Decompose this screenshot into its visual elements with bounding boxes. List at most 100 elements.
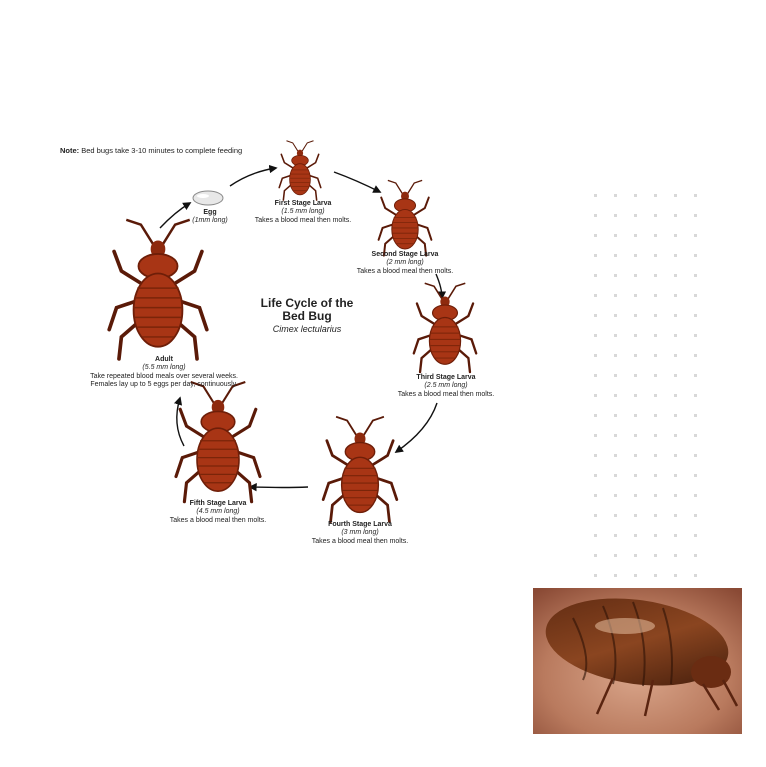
grid-dot: [694, 334, 697, 337]
dot-grid-decoration: [594, 194, 697, 577]
grid-dot: [614, 394, 617, 397]
grid-dot: [694, 434, 697, 437]
grid-dot: [614, 574, 617, 577]
grid-dot: [634, 414, 637, 417]
arrow-second-to-third: [435, 273, 447, 300]
first-stage-bug-icon: [278, 140, 322, 201]
arrow-first-to-second: [333, 171, 382, 193]
stage-size: (2.5 mm long): [424, 382, 468, 390]
stage-size: (1mm long): [192, 217, 228, 225]
grid-dot: [594, 414, 597, 417]
grid-dot: [694, 494, 697, 497]
grid-dot: [614, 474, 617, 477]
egg-icon: [192, 190, 224, 206]
grid-dot: [674, 294, 677, 297]
grid-dot: [634, 334, 637, 337]
stage-desc-2: Females lay up to 5 eggs per day, contin…: [90, 380, 238, 388]
grid-dot: [594, 574, 597, 577]
grid-dot: [654, 414, 657, 417]
grid-dot: [614, 354, 617, 357]
scientific-name: Cimex lectularius: [272, 324, 342, 334]
grid-dot: [634, 494, 637, 497]
title-line-2: Bed Bug: [282, 309, 332, 323]
egg-label: Egg (1mm long): [190, 209, 230, 226]
grid-dot: [654, 314, 657, 317]
grid-dot: [634, 514, 637, 517]
stage-name: Second Stage Larva: [371, 251, 439, 258]
title-line-1: Life Cycle of the: [260, 296, 354, 310]
grid-dot: [634, 314, 637, 317]
grid-dot: [654, 274, 657, 277]
grid-dot: [674, 574, 677, 577]
grid-dot: [594, 474, 597, 477]
stage-name: Fourth Stage Larva: [328, 521, 392, 528]
grid-dot: [654, 374, 657, 377]
grid-dot: [694, 314, 697, 317]
grid-dot: [694, 194, 697, 197]
diagram-title: Life Cycle of the Bed Bug Cimex lectular…: [232, 297, 382, 335]
stage-name: First Stage Larva: [274, 200, 332, 207]
stage-size: (2 mm long): [386, 259, 424, 267]
arrow-third-to-fourth: [394, 402, 438, 453]
stage-size: (4.5 mm long): [196, 508, 240, 516]
grid-dot: [634, 214, 637, 217]
grid-dot: [674, 554, 677, 557]
stage-desc: Takes a blood meal then molts.: [356, 267, 454, 275]
grid-dot: [594, 314, 597, 317]
grid-dot: [634, 554, 637, 557]
grid-dot: [694, 214, 697, 217]
stage-desc: Take repeated blood meals over several w…: [90, 372, 238, 380]
grid-dot: [594, 494, 597, 497]
grid-dot: [694, 534, 697, 537]
grid-dot: [614, 214, 617, 217]
grid-dot: [634, 254, 637, 257]
second-stage-bug-icon: [377, 179, 433, 257]
grid-dot: [614, 494, 617, 497]
grid-dot: [594, 194, 597, 197]
grid-dot: [654, 554, 657, 557]
grid-dot: [594, 274, 597, 277]
grid-dot: [654, 394, 657, 397]
grid-dot: [654, 434, 657, 437]
grid-dot: [614, 374, 617, 377]
grid-dot: [694, 234, 697, 237]
grid-dot: [634, 194, 637, 197]
grid-dot: [654, 474, 657, 477]
grid-dot: [594, 234, 597, 237]
grid-dot: [594, 454, 597, 457]
grid-dot: [634, 574, 637, 577]
grid-dot: [694, 394, 697, 397]
grid-dot: [654, 494, 657, 497]
grid-dot: [674, 274, 677, 277]
arrow-adult-to-egg: [159, 202, 192, 229]
grid-dot: [674, 534, 677, 537]
grid-dot: [634, 454, 637, 457]
grid-dot: [694, 374, 697, 377]
fourth-stage-label: Fourth Stage Larva (3 mm long) Takes a b…: [298, 521, 422, 546]
grid-dot: [694, 514, 697, 517]
grid-dot: [674, 334, 677, 337]
grid-dot: [674, 494, 677, 497]
stage-desc: Takes a blood meal then molts.: [254, 216, 352, 224]
stage-size: (5.5 mm long): [142, 364, 186, 372]
grid-dot: [674, 434, 677, 437]
first-stage-label: First Stage Larva (1.5 mm long) Takes a …: [240, 200, 366, 225]
grid-dot: [614, 254, 617, 257]
grid-dot: [674, 234, 677, 237]
stage-size: (3 mm long): [341, 529, 379, 537]
grid-dot: [654, 454, 657, 457]
grid-dot: [654, 214, 657, 217]
grid-dot: [674, 394, 677, 397]
grid-dot: [634, 294, 637, 297]
grid-dot: [594, 514, 597, 517]
fifth-stage-label: Fifth Stage Larva (4.5 mm long) Takes a …: [156, 500, 280, 525]
stage-desc: Takes a blood meal then molts.: [397, 390, 495, 398]
grid-dot: [694, 574, 697, 577]
third-stage-bug-icon: [412, 282, 478, 374]
grid-dot: [594, 394, 597, 397]
stage-name: Egg: [203, 209, 217, 216]
fourth-stage-bug-icon: [321, 415, 399, 524]
grid-dot: [654, 514, 657, 517]
